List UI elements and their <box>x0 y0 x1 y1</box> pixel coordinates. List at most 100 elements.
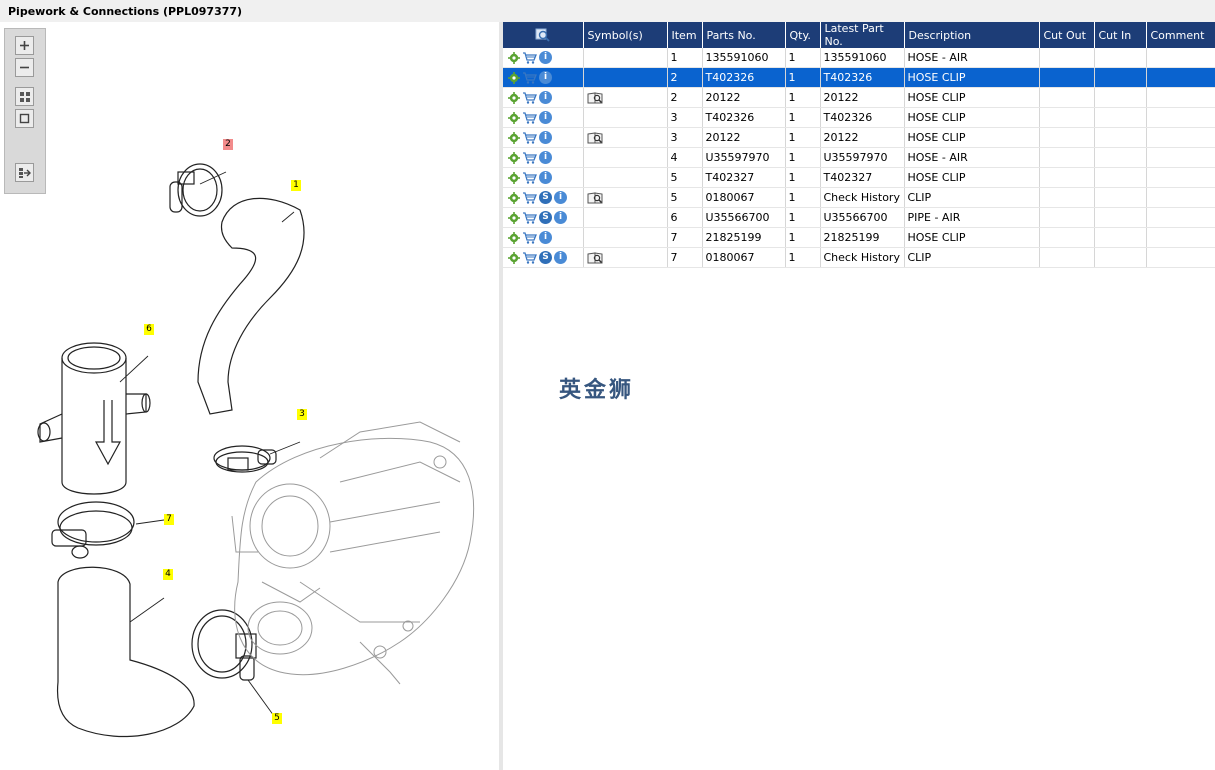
column-header-latest-part-no[interactable]: Latest Part No. <box>820 22 905 48</box>
info-icon[interactable]: i <box>554 211 567 225</box>
info-icon[interactable]: i <box>539 131 552 145</box>
row-cut-out <box>1039 207 1095 228</box>
window-title-bar: Pipework & Connections (PPL097377) <box>0 0 1215 22</box>
cart-icon[interactable] <box>522 252 537 264</box>
row-cut-in <box>1094 187 1147 208</box>
cart-icon[interactable] <box>522 72 537 84</box>
info-icon[interactable]: i <box>539 71 552 85</box>
callout-4[interactable]: 4 <box>163 569 173 580</box>
row-latest-part-no: 20122 <box>820 127 905 148</box>
callout-3[interactable]: 3 <box>297 409 307 420</box>
row-item: 2 <box>667 67 703 88</box>
fit-to-window-button[interactable] <box>15 87 34 106</box>
gear-icon[interactable] <box>508 251 520 264</box>
row-comment <box>1146 147 1215 168</box>
column-header-actions[interactable] <box>503 22 584 48</box>
zoom-out-button[interactable] <box>15 58 34 77</box>
gear-icon[interactable] <box>508 191 520 204</box>
parts-list-panel: Symbol(s) Item Parts No. Qty. Latest Par… <box>503 22 1215 770</box>
info-icon[interactable]: i <box>554 251 567 265</box>
info-icon[interactable]: i <box>554 191 567 205</box>
cart-icon[interactable] <box>522 172 537 184</box>
callout-2[interactable]: 2 <box>223 139 233 150</box>
column-header-comment[interactable]: Comment <box>1146 22 1215 48</box>
row-description: HOSE CLIP <box>904 107 1040 128</box>
gear-icon[interactable] <box>508 171 520 184</box>
s-badge-icon[interactable]: S <box>539 211 552 225</box>
callout-1[interactable]: 1 <box>291 180 301 191</box>
panel-splitter[interactable] <box>499 22 503 770</box>
row-qty: 1 <box>785 187 821 208</box>
plus-icon <box>20 41 29 50</box>
gear-icon[interactable] <box>508 131 520 144</box>
gear-icon[interactable] <box>508 211 520 224</box>
cart-icon[interactable] <box>522 232 537 244</box>
column-header-item[interactable]: Item <box>667 22 703 48</box>
column-header-cut-in[interactable]: Cut In <box>1094 22 1147 48</box>
info-icon[interactable]: i <box>539 231 552 245</box>
info-icon[interactable]: i <box>539 51 552 65</box>
column-header-cut-out[interactable]: Cut Out <box>1039 22 1095 48</box>
row-cut-in <box>1094 48 1147 68</box>
column-header-symbols[interactable]: Symbol(s) <box>583 22 668 48</box>
cart-icon[interactable] <box>522 92 537 104</box>
callout-7[interactable]: 7 <box>164 514 174 525</box>
row-description: HOSE - AIR <box>904 147 1040 168</box>
s-badge-icon[interactable]: S <box>539 191 552 205</box>
book-icon[interactable] <box>587 192 604 204</box>
cart-icon[interactable] <box>522 132 537 144</box>
zoom-in-button[interactable] <box>15 36 34 55</box>
gear-icon[interactable] <box>508 111 520 124</box>
cart-icon[interactable] <box>522 112 537 124</box>
column-header-description[interactable]: Description <box>904 22 1040 48</box>
book-icon[interactable] <box>587 252 604 264</box>
s-badge-icon[interactable]: S <box>539 251 552 265</box>
row-item: 5 <box>667 167 703 188</box>
row-description: CLIP <box>904 187 1040 208</box>
cart-icon[interactable] <box>522 192 537 204</box>
row-comment <box>1146 207 1215 228</box>
row-symbols <box>583 87 668 108</box>
actual-size-button[interactable] <box>15 109 34 128</box>
info-icon[interactable]: i <box>539 111 552 125</box>
column-header-parts-no[interactable]: Parts No. <box>702 22 786 48</box>
gear-icon[interactable] <box>508 71 520 84</box>
pipe-6-drawing <box>37 342 151 495</box>
book-icon[interactable] <box>587 92 604 104</box>
gear-icon[interactable] <box>508 51 520 64</box>
row-cut-in <box>1094 247 1147 268</box>
cart-icon[interactable] <box>522 52 537 64</box>
exploded-diagram-panel[interactable]: 2 1 6 3 7 4 5 <box>0 22 499 770</box>
book-icon[interactable] <box>587 132 604 144</box>
gear-icon[interactable] <box>508 231 520 244</box>
callout-6[interactable]: 6 <box>144 324 154 335</box>
row-comment <box>1146 247 1215 268</box>
export-button[interactable] <box>15 163 34 182</box>
gear-icon[interactable] <box>508 91 520 104</box>
column-header-qty[interactable]: Qty. <box>785 22 821 48</box>
cart-icon[interactable] <box>522 212 537 224</box>
hose-4-drawing <box>56 566 195 738</box>
clip-3-drawing <box>213 445 277 473</box>
cart-icon[interactable] <box>522 152 537 164</box>
row-item: 1 <box>667 48 703 68</box>
row-symbols <box>583 48 668 68</box>
info-icon[interactable]: i <box>539 91 552 105</box>
info-icon[interactable]: i <box>539 151 552 165</box>
callout-5[interactable]: 5 <box>272 713 282 724</box>
info-icon[interactable]: i <box>539 171 552 185</box>
gear-icon[interactable] <box>508 151 520 164</box>
row-symbols <box>583 147 668 168</box>
